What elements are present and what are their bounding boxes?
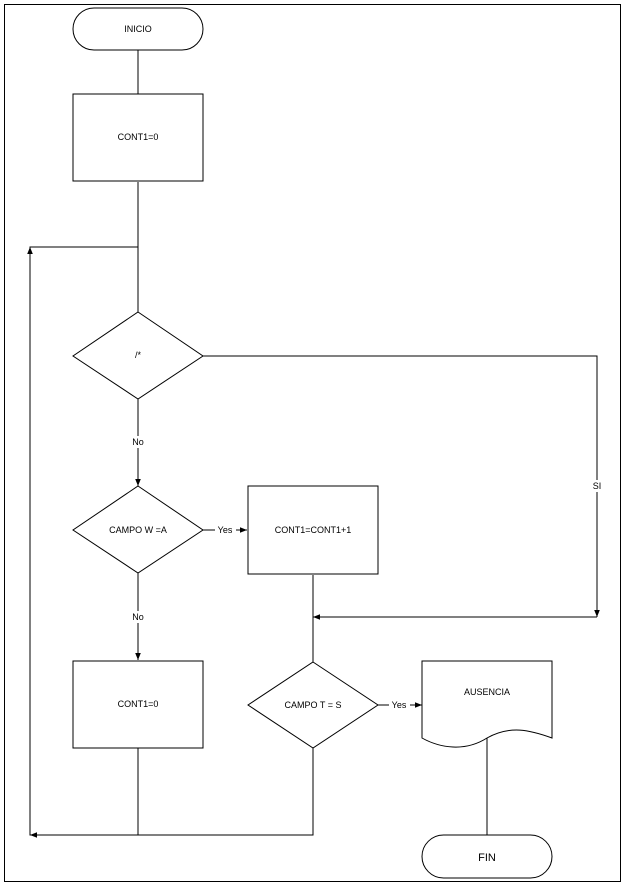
edge-label-campo-w-yes: Yes — [218, 525, 233, 535]
decision-shape — [72, 311, 204, 400]
edge-campo-t-no — [30, 748, 314, 838]
process-shape — [72, 93, 204, 182]
node-reset-counter: CONT1=0 — [72, 660, 204, 749]
diagram-border — [4, 4, 621, 882]
edge-label-eof-no: No — [132, 437, 144, 447]
end-label: FIN — [478, 852, 496, 864]
edge-label-campo-w-no: No — [132, 612, 144, 622]
start-label: INICIO — [124, 24, 152, 34]
edge-label-eof-si: SI — [593, 481, 602, 491]
decision-shape — [247, 661, 379, 749]
document-ausencia-label: AUSENCIA — [464, 687, 510, 697]
decision-eof-label: /* — [135, 350, 142, 360]
node-end: FIN — [421, 834, 553, 879]
decision-campo-w-label: CAMPO W =A — [109, 525, 167, 535]
connectors — [27, 50, 600, 838]
node-increment-counter: CONT1=CONT1+1 — [247, 485, 379, 575]
increment-counter-label: CONT1=CONT1+1 — [275, 525, 352, 535]
init-counter-label: CONT1=0 — [118, 132, 159, 142]
node-decision-campo-t: CAMPO T = S — [247, 661, 379, 749]
document-shape — [421, 660, 553, 748]
edge-label-campo-t-yes: Yes — [392, 700, 407, 710]
edge-labels: No SI Yes No Yes — [128, 436, 605, 711]
node-init-counter: CONT1=0 — [72, 93, 204, 182]
node-start: INICIO — [72, 7, 204, 51]
edge-decision-eof-si — [203, 355, 600, 617]
process-shape — [72, 660, 204, 749]
terminator-shape — [421, 834, 553, 879]
decision-shape — [72, 485, 204, 574]
process-shape — [247, 485, 379, 575]
node-decision-campo-w: CAMPO W =A — [72, 485, 204, 574]
terminator-shape — [72, 7, 204, 51]
node-document-ausencia: AUSENCIA — [421, 660, 553, 748]
decision-campo-t-label: CAMPO T = S — [285, 700, 342, 710]
reset-counter-label: CONT1=0 — [118, 699, 159, 709]
node-decision-eof: /* — [72, 311, 204, 400]
